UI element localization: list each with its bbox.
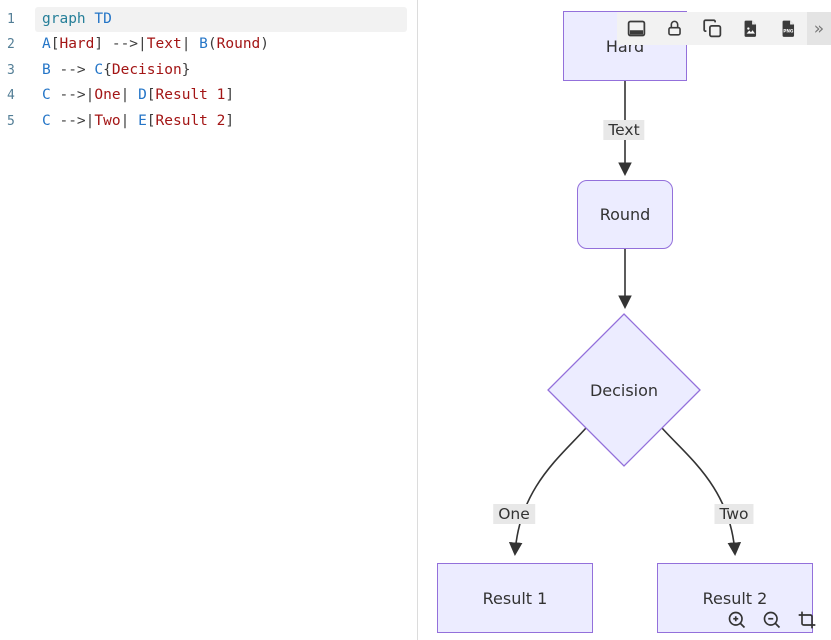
file-image-icon <box>741 18 760 39</box>
chevrons-right-icon: » <box>813 18 825 39</box>
zoom-in-icon <box>727 610 747 630</box>
node-result2: Result 2 <box>657 563 813 633</box>
code-line[interactable]: C -->|One| D[Result 1] <box>35 83 407 108</box>
node-result2-label: Result 2 <box>702 588 768 608</box>
code-token: | <box>120 112 139 129</box>
line-number: 2 <box>7 37 15 53</box>
line-number: 4 <box>7 88 15 104</box>
code-line[interactable]: graph TD <box>35 7 407 33</box>
edge-label-one: One <box>493 504 535 524</box>
zoom-out-icon <box>762 610 782 630</box>
code-token: D <box>138 87 147 104</box>
code-token: TD <box>94 11 112 27</box>
edge-decision-result1 <box>508 427 587 557</box>
code-line[interactable]: A[Hard] -->|Text| B(Round) <box>35 32 407 57</box>
code-token: Decision <box>111 61 182 78</box>
code-token: Hard <box>59 36 95 53</box>
code-token: -->| <box>50 87 95 104</box>
lock-view-button[interactable] <box>655 12 693 45</box>
download-image-button[interactable] <box>731 12 769 45</box>
code-token: Round <box>216 36 261 53</box>
node-result1-label: Result 1 <box>482 588 548 608</box>
code-token: [ <box>50 36 60 53</box>
code-token: One <box>94 87 121 104</box>
line-number: 5 <box>7 113 15 129</box>
line-number: 3 <box>7 62 15 78</box>
code-token: C <box>42 87 51 104</box>
code-token: [ <box>146 112 156 129</box>
code-token: C <box>42 112 51 129</box>
diagram-edges <box>508 81 742 557</box>
node-decision-shape <box>547 313 701 467</box>
line-numbers: 1 2 3 4 5 <box>0 7 33 134</box>
diagram-preview: Hard Text Round Decision One Two Result … <box>418 0 831 640</box>
code-token: ] -->| <box>94 36 147 53</box>
crop-icon <box>797 610 817 630</box>
code-line[interactable]: C -->|Two| E[Result 2] <box>35 109 407 134</box>
zoom-in-button[interactable] <box>727 610 747 630</box>
code-token: Two <box>94 112 121 129</box>
code-token: ] <box>225 87 235 104</box>
edge-label-text: Text <box>603 120 645 140</box>
file-png-icon: PNG <box>779 18 798 39</box>
lock-icon <box>665 18 684 39</box>
preview-toolbar: PNG » <box>617 12 831 45</box>
pane-divider[interactable] <box>417 0 418 640</box>
code-token: A <box>42 36 51 53</box>
code-token: E <box>138 112 147 129</box>
toggle-panel-button[interactable] <box>617 12 655 45</box>
code-token: Text <box>146 36 182 53</box>
code-line[interactable]: B --> C{Decision} <box>35 58 407 83</box>
toolbar-more-button[interactable]: » <box>807 12 831 45</box>
code-token: B <box>42 61 51 78</box>
reset-view-button[interactable] <box>797 610 817 630</box>
line-number: 1 <box>7 12 15 27</box>
copy-button[interactable] <box>693 12 731 45</box>
node-result1: Result 1 <box>437 563 593 633</box>
code-token: Result 1 <box>155 87 226 104</box>
edge-decision-result2 <box>661 427 742 557</box>
svg-text:PNG: PNG <box>783 28 794 34</box>
code-token: ) <box>260 36 270 53</box>
code-token: | <box>181 36 200 53</box>
node-decision-label: Decision <box>589 380 659 400</box>
code-token: | <box>120 87 139 104</box>
code-token: { <box>103 61 112 78</box>
copy-icon <box>702 18 723 39</box>
code-token: C <box>94 61 104 78</box>
panel-bottom-icon <box>626 18 647 39</box>
edge-label-two: Two <box>714 504 754 524</box>
code-token: B <box>199 36 208 53</box>
code-token: -->| <box>50 112 95 129</box>
download-png-button[interactable]: PNG <box>769 12 807 45</box>
code-token: ] <box>225 112 235 129</box>
code-token: } <box>181 61 191 78</box>
zoom-out-button[interactable] <box>762 610 782 630</box>
code-token: ( <box>207 36 217 53</box>
zoom-controls <box>727 610 817 630</box>
node-round-label: Round <box>599 205 651 224</box>
code-token: graph <box>42 11 86 27</box>
code-token: --> <box>50 61 95 78</box>
code-token: Result 2 <box>155 112 226 129</box>
node-round: Round <box>577 180 673 249</box>
code-token: [ <box>146 87 156 104</box>
